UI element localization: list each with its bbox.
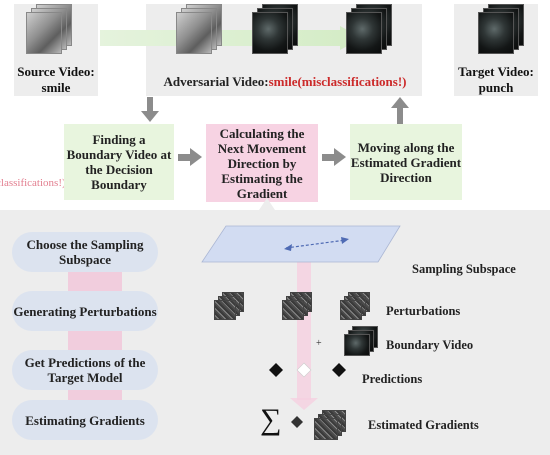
step-choose-subspace: Choose the Sampling Subspace <box>12 232 158 272</box>
down-arrow-shaft <box>147 97 153 111</box>
intermediate-frame-1 <box>252 12 288 54</box>
gradient-diamond <box>291 416 303 428</box>
perturbation-b-1 <box>282 300 304 320</box>
adversarial-frame-1 <box>176 12 212 54</box>
step-get-predictions: Get Predictions of the Target Model <box>12 350 158 390</box>
process-box-boundary-text: Finding a Boundary Video at the Decision… <box>66 132 172 192</box>
top-arrows <box>141 97 409 166</box>
prediction-diamond-1 <box>269 363 283 377</box>
adversarial-video-label: Adversarial Video:smile(misclassificatio… <box>150 74 420 90</box>
up-arrow-head <box>391 97 409 108</box>
sum-symbol: ∑ <box>260 403 282 436</box>
clipped-fragment: classifications!) <box>0 177 66 189</box>
process-box-boundary: Finding a Boundary Video at the Decision… <box>64 124 174 200</box>
step-generating-perturbations-text: Generating Perturbations <box>13 303 157 319</box>
perturbation-c-1 <box>340 300 362 320</box>
step-estimating-gradients: Estimating Gradients <box>12 400 158 440</box>
boundary-video-label: Boundary Video <box>386 338 474 352</box>
adversarial-suffix: smile(misclassifications!) <box>268 74 407 89</box>
sampling-subspace-label: Sampling Subspace <box>412 262 516 276</box>
process-box-moving-text: Moving along the Estimated Gradient Dire… <box>350 139 462 185</box>
boundary-video-1 <box>344 334 370 356</box>
subspace-arrow-right <box>341 237 349 244</box>
step-get-predictions-text: Get Predictions of the Target Model <box>24 355 146 385</box>
arrow-2-3-head <box>334 148 346 166</box>
down-arrow-head <box>141 111 159 122</box>
source-video-label: Source Video: smile <box>17 64 95 95</box>
final-adversarial-frame-1 <box>346 12 382 54</box>
target-frame-1 <box>478 12 514 54</box>
predictions-label: Predictions <box>362 372 423 386</box>
step-estimating-gradients-text: Estimating Gradients <box>25 412 145 428</box>
prediction-diamond-2 <box>296 362 312 378</box>
perturbation-a-1 <box>214 300 236 320</box>
plus-symbol: + <box>316 338 322 349</box>
target-video-label: Target Video: punch <box>458 64 534 95</box>
step-generating-perturbations: Generating Perturbations <box>12 291 158 331</box>
process-box-moving: Moving along the Estimated Gradient Dire… <box>350 124 462 200</box>
adversarial-prefix: Adversarial Video: <box>163 74 269 89</box>
source-frame-1 <box>26 12 62 54</box>
subspace-direction-line <box>285 239 347 249</box>
step-choose-subspace-text: Choose the Sampling Subspace <box>26 237 144 267</box>
subspace-arrow-left <box>284 244 292 251</box>
up-arrow-shaft <box>397 108 403 126</box>
arrow-1-2-shaft <box>178 154 190 161</box>
estimated-gradients-label: Estimated Gradients <box>368 418 479 432</box>
process-box-gradient-text: Calculating the Next Movement Direction … <box>217 125 307 201</box>
perturbations-label: Perturbations <box>386 304 461 318</box>
prediction-diamond-3 <box>332 363 346 377</box>
arrow-2-3-shaft <box>322 154 334 161</box>
process-box-gradient: Calculating the Next Movement Direction … <box>206 124 318 202</box>
arrow-1-2-head <box>190 148 202 166</box>
gradient-frame-1 <box>314 418 338 440</box>
